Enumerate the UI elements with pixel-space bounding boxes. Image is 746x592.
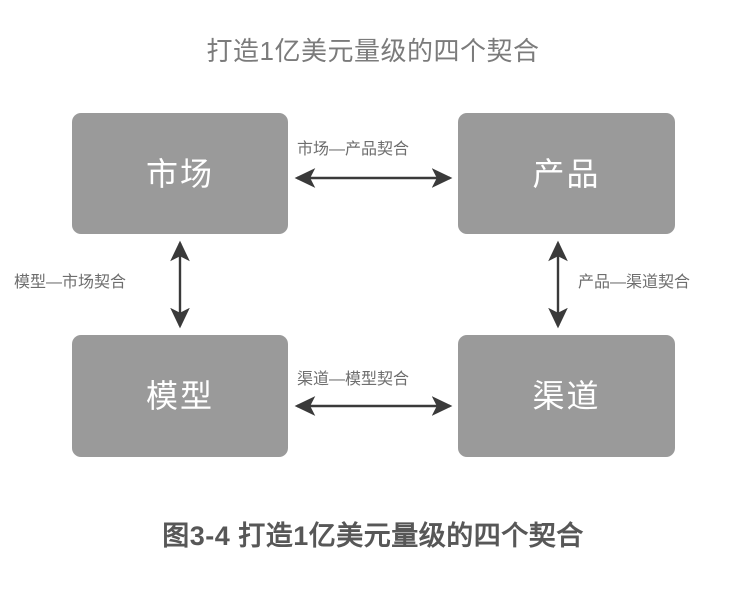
node-box-model[interactable]: 模型 — [72, 335, 288, 457]
node-label-product: 产品 — [532, 155, 601, 192]
node-label-model: 模型 — [145, 378, 214, 414]
edge-label-model-market: 模型—市场契合 — [14, 274, 127, 291]
edge-label-product-channel: 产品—渠道契合 — [578, 274, 691, 291]
node-box-market[interactable]: 市场 — [72, 113, 288, 234]
figure-title: 打造1亿美元量级的四个契合 — [206, 36, 540, 66]
node-box-channel[interactable]: 渠道 — [458, 335, 675, 457]
node-label-market: 市场 — [145, 155, 214, 192]
edge-label-channel-model: 渠道—模型契合 — [297, 371, 410, 388]
node-box-product[interactable]: 产品 — [458, 113, 675, 234]
node-label-channel: 渠道 — [532, 378, 601, 414]
figure-caption: 图3-4 打造1亿美元量级的四个契合 — [162, 521, 584, 551]
edge-label-market-product: 市场—产品契合 — [297, 141, 410, 158]
